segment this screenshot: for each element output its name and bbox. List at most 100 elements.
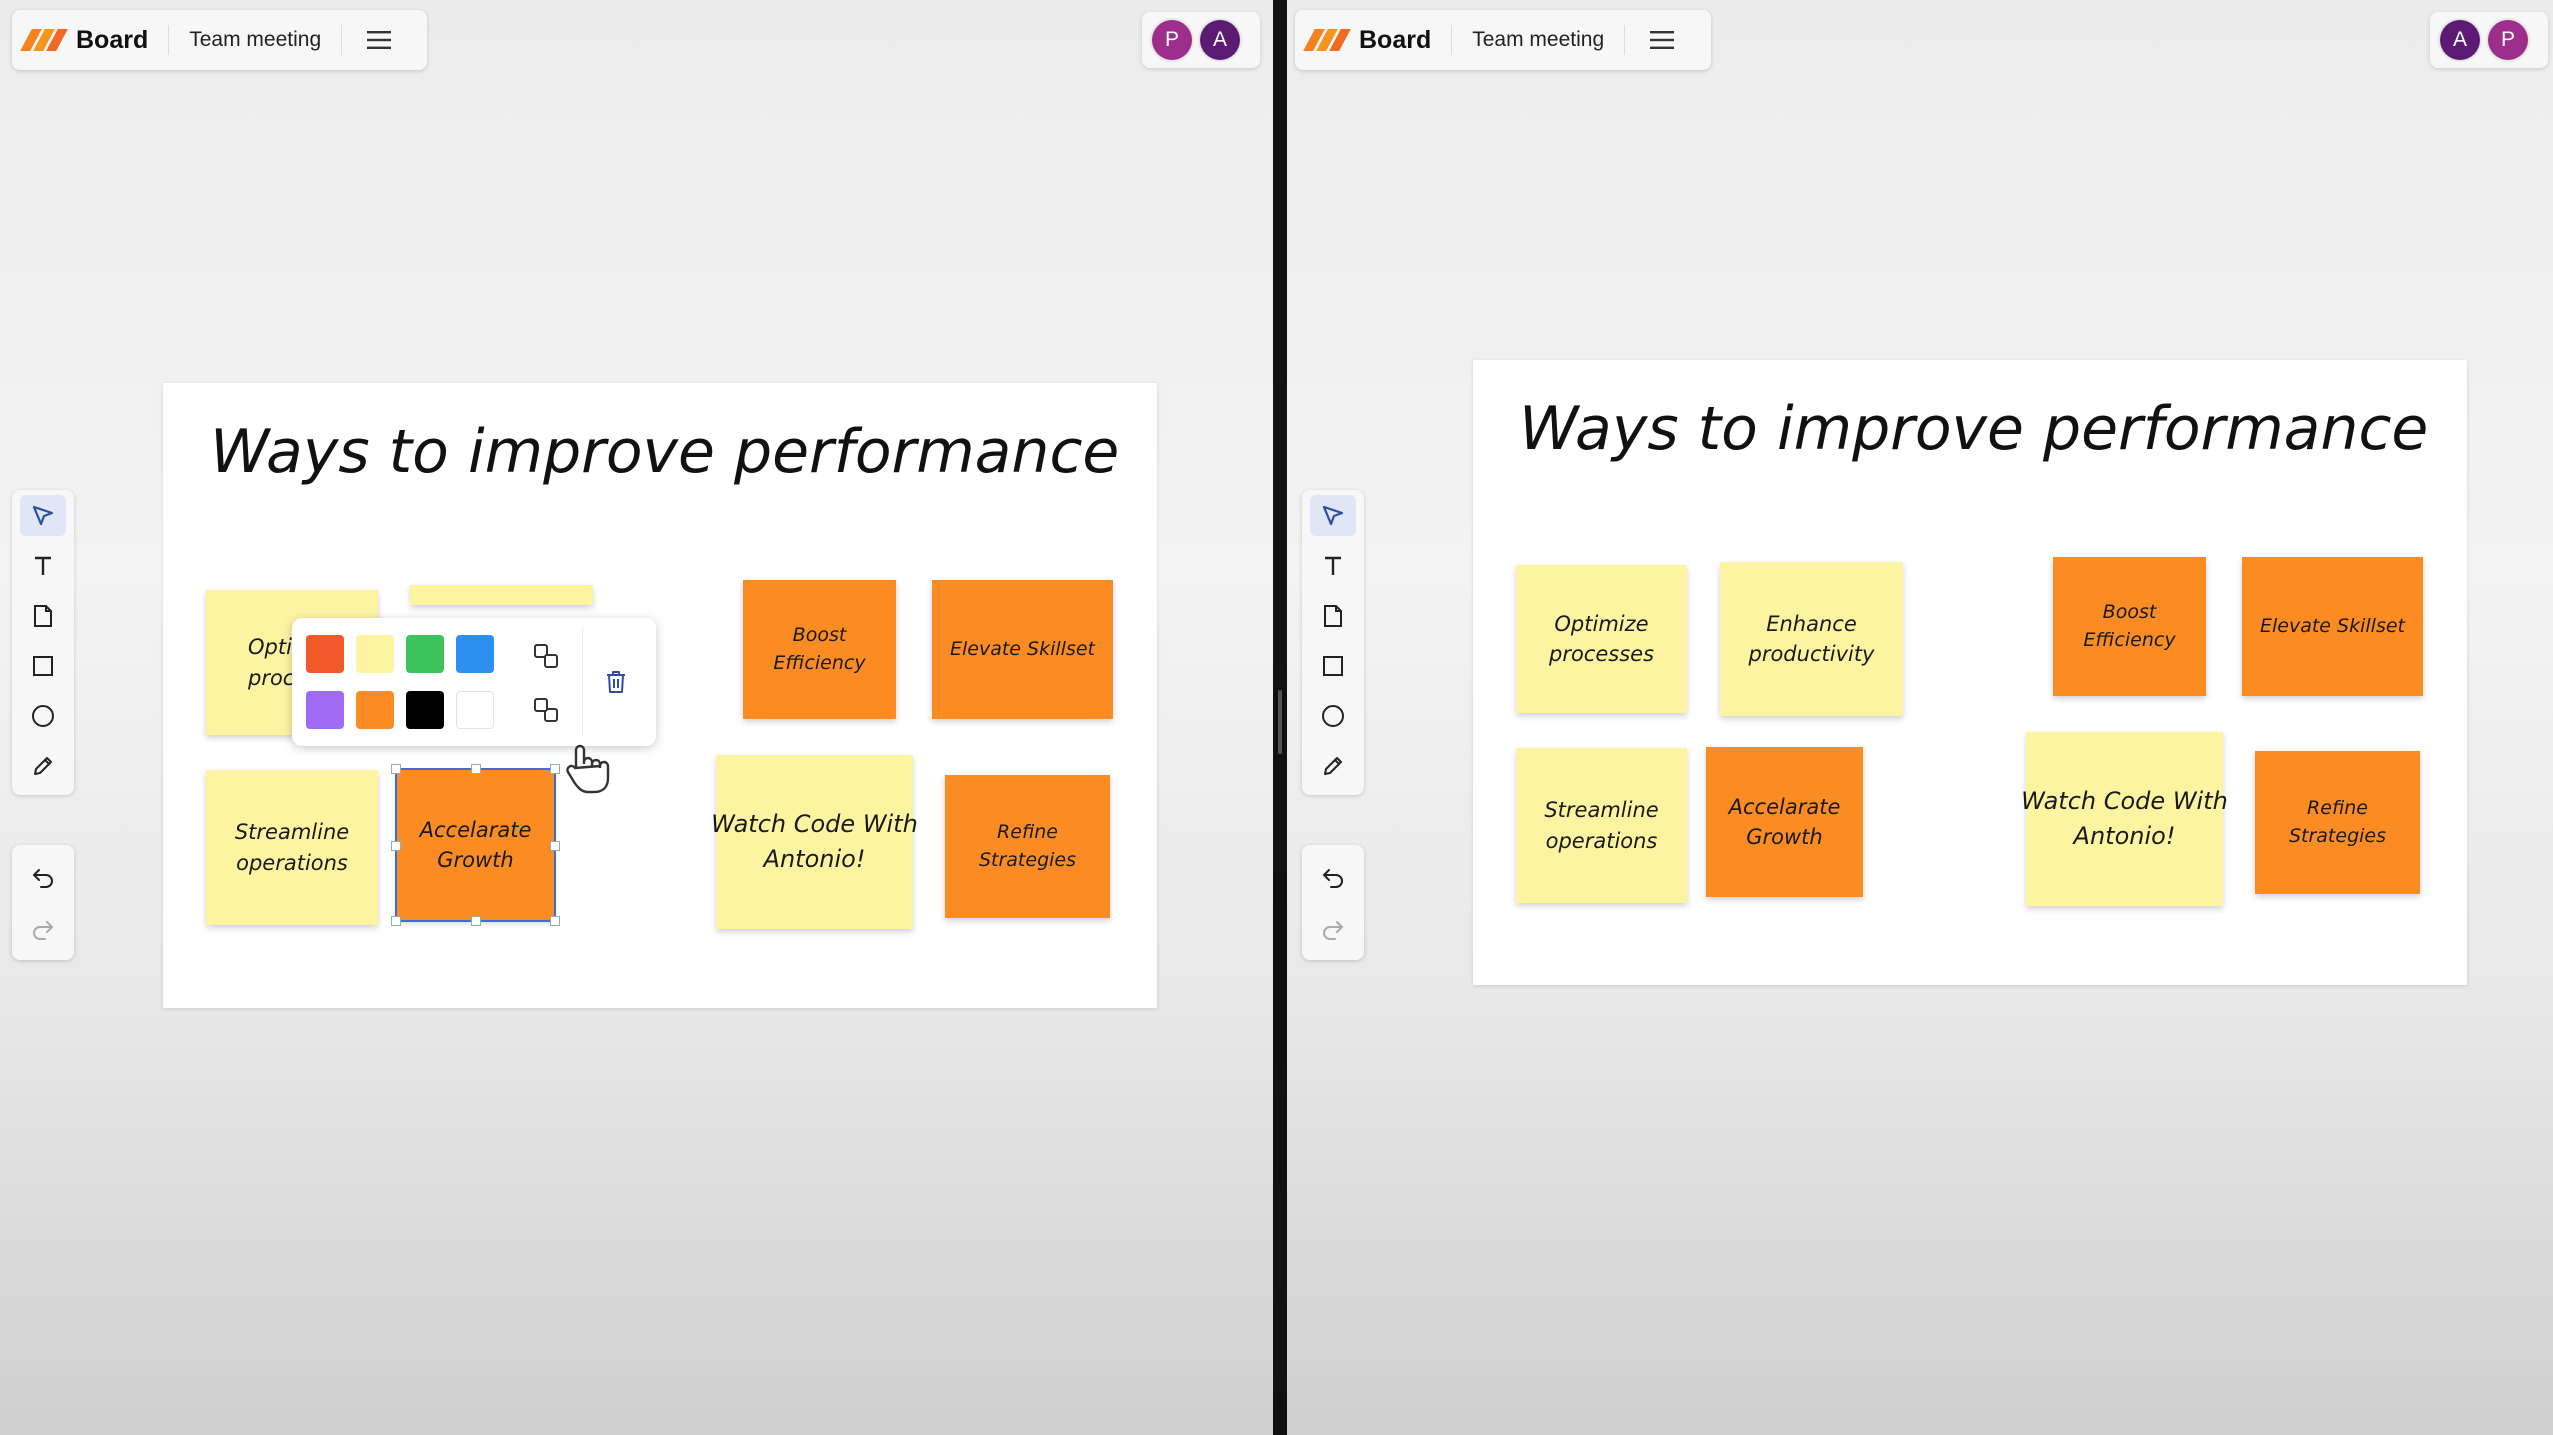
frame-title: Ways to improve performance [1519, 394, 2429, 464]
sticky-note-enhance[interactable] [410, 585, 593, 605]
note-icon [1324, 604, 1342, 627]
note-text: Elevate Skillset [2260, 614, 2405, 637]
sticky-note-enhance[interactable]: Enhance productivity [1720, 562, 1903, 716]
note-text: Refine Strategies [2288, 796, 2387, 847]
note-text: Opti proc [248, 635, 295, 690]
redo-button[interactable] [20, 906, 66, 952]
rectangle-tool[interactable] [1310, 645, 1356, 686]
swatch-yellow[interactable] [356, 635, 394, 673]
undo-button[interactable] [20, 854, 66, 900]
text-icon [1325, 556, 1341, 575]
note-tool[interactable] [1310, 595, 1356, 636]
undo-icon [32, 868, 53, 888]
menu-button[interactable] [362, 23, 396, 57]
board-logo-icon [1303, 29, 1351, 51]
swatch-green[interactable] [406, 635, 444, 673]
app-title: Board [1359, 25, 1432, 54]
tool-bar [12, 490, 74, 795]
send-backward-button[interactable] [524, 688, 568, 732]
rectangle-icon [1323, 655, 1343, 676]
bring-forward-button[interactable] [524, 634, 568, 678]
note-text: Accelarate Growth [419, 817, 532, 872]
sticky-note-elevate[interactable]: Elevate Skillset [2242, 557, 2423, 696]
right-board-pane: Board Team meeting A P [1287, 0, 2553, 1435]
ellipse-tool[interactable] [20, 695, 66, 736]
sticky-note-refine[interactable]: Refine Strategies [945, 775, 1110, 918]
select-tool[interactable] [1310, 495, 1356, 536]
sticky-note-accelerate[interactable]: Accelarate Growth [397, 770, 554, 920]
note-tool[interactable] [20, 595, 66, 636]
rectangle-icon [33, 655, 53, 676]
avatar[interactable]: P [1152, 20, 1192, 60]
select-icon [1322, 505, 1344, 525]
history-bar [1302, 845, 1364, 960]
board-name[interactable]: Team meeting [1472, 28, 1605, 51]
redo-icon [33, 920, 54, 940]
swatch-orange[interactable] [356, 691, 394, 729]
trash-icon [607, 671, 625, 693]
note-text: Streamline operations [1544, 798, 1659, 853]
tool-bar [1302, 490, 1364, 795]
participants: P A [1142, 12, 1260, 68]
undo-button[interactable] [1310, 854, 1356, 900]
left-board-pane: Board Team meeting P A [0, 0, 1273, 1435]
sticky-note-watch[interactable]: Watch Code With Antonio! [2021, 732, 2228, 906]
redo-button[interactable] [1310, 906, 1356, 952]
board-header: Board Team meeting [12, 10, 427, 70]
sticky-note-streamline[interactable]: Streamline operations [206, 770, 378, 925]
note-text: Watch Code With Antonio! [711, 810, 918, 873]
ellipse-tool[interactable] [1310, 695, 1356, 736]
text-tool[interactable] [1310, 545, 1356, 586]
swatch-purple[interactable] [306, 691, 344, 729]
text-icon [35, 556, 51, 575]
avatar[interactable]: P [2488, 20, 2528, 60]
hand-cursor-icon [566, 744, 610, 794]
pencil-icon [34, 756, 52, 775]
pencil-tool[interactable] [20, 745, 66, 786]
note-text: Accelarate Growth [1728, 794, 1841, 849]
participants: A P [2430, 12, 2548, 68]
swatch-blue[interactable] [456, 635, 494, 673]
note-text: Streamline operations [234, 820, 350, 875]
divider [341, 25, 343, 55]
sticky-note-boost[interactable]: Boost Efficiency [743, 580, 896, 719]
select-tool[interactable] [20, 495, 66, 536]
board-logo-icon [20, 29, 68, 51]
swatch-white[interactable] [456, 691, 494, 729]
bring-forward-icon [534, 644, 558, 668]
board-name[interactable]: Team meeting [189, 28, 322, 51]
sticky-note-watch[interactable]: Watch Code With Antonio! [711, 755, 918, 929]
divider [582, 628, 583, 736]
frame-title: Ways to improve performance [210, 417, 1120, 487]
text-tool[interactable] [20, 545, 66, 586]
delete-button[interactable] [594, 660, 638, 704]
menu-button[interactable] [1645, 23, 1679, 57]
board-header: Board Team meeting [1295, 10, 1711, 70]
divider [1624, 25, 1626, 55]
note-text: Watch Code With Antonio! [2021, 787, 2228, 850]
note-text: Boost Efficiency [773, 623, 866, 674]
note-text: Enhance productivity [1748, 611, 1875, 666]
sticky-note-refine[interactable]: Refine Strategies [2255, 751, 2420, 894]
pencil-tool[interactable] [1310, 745, 1356, 786]
sticky-note-boost[interactable]: Boost Efficiency [2053, 557, 2206, 696]
sticky-note-accelerate[interactable]: Accelarate Growth [1706, 747, 1863, 897]
history-bar [12, 845, 74, 960]
sticky-note-elevate[interactable]: Elevate Skillset [932, 580, 1113, 719]
avatar[interactable]: A [1200, 20, 1240, 60]
swatch-red[interactable] [306, 635, 344, 673]
hamburger-icon [1650, 31, 1675, 49]
divider-handle[interactable] [1278, 690, 1282, 754]
sticky-note-optimize[interactable]: Optimize processes [1516, 565, 1687, 713]
swatch-black[interactable] [406, 691, 444, 729]
sticky-note-streamline[interactable]: Streamline operations [1516, 748, 1687, 903]
split-divider[interactable] [1273, 0, 1287, 1435]
undo-icon [1322, 868, 1343, 888]
redo-icon [1323, 920, 1344, 940]
color-picker-popover [292, 618, 656, 746]
note-text: Elevate Skillset [950, 637, 1095, 660]
send-backward-icon [534, 698, 558, 722]
ellipse-icon [1322, 704, 1344, 727]
rectangle-tool[interactable] [20, 645, 66, 686]
avatar[interactable]: A [2440, 20, 2480, 60]
